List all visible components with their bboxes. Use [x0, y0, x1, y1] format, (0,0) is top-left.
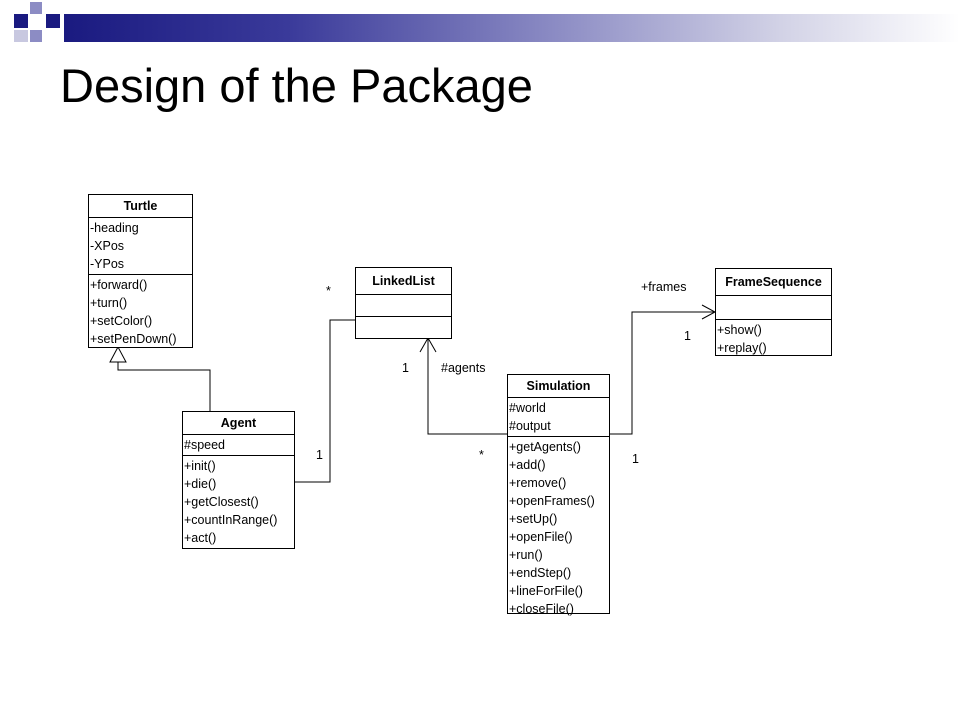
class-operation: +forward(): [90, 278, 148, 292]
class-operation: +getAgents(): [509, 440, 581, 454]
header-square-white: [14, 30, 28, 42]
header-gradient-bar: [64, 14, 960, 42]
class-framesequence: FrameSequence +show() +replay(): [715, 268, 832, 356]
class-operation: +setPenDown(): [90, 332, 177, 346]
class-operation: +setUp(): [509, 512, 558, 526]
class-operation: +setColor(): [90, 314, 153, 328]
class-framesequence-operations: +show() +replay(): [716, 320, 831, 358]
class-simulation: Simulation #world #output +getAgents() +…: [507, 374, 610, 616]
class-operation: +replay(): [717, 341, 767, 355]
class-turtle-name: Turtle: [89, 195, 192, 218]
class-operation: +getClosest(): [184, 495, 259, 509]
class-operation: +countInRange(): [184, 513, 278, 527]
header-square-dark-2: [46, 14, 60, 28]
class-operation: +die(): [184, 477, 217, 491]
header-square-dark: [14, 14, 28, 28]
class-agent-operations: +init() +die() +getClosest() +countInRan…: [183, 456, 294, 548]
class-attribute: #speed: [184, 438, 226, 452]
class-agent: Agent #speed +init() +die() +getClosest(…: [182, 411, 295, 549]
multiplicity-label: *: [326, 284, 331, 298]
multiplicity-label: 1: [316, 448, 323, 462]
class-simulation-name: Simulation: [508, 375, 609, 398]
class-attribute: -YPos: [90, 257, 125, 271]
class-operation: +turn(): [90, 296, 128, 310]
class-attribute: -heading: [90, 221, 139, 235]
class-operation: +openFrames(): [509, 494, 595, 508]
header-square-light-2: [30, 30, 42, 42]
multiplicity-label: *: [479, 448, 484, 462]
class-operation: +show(): [717, 323, 762, 337]
agent-linkedlist-association: [295, 319, 355, 483]
class-attribute: -XPos: [90, 239, 125, 253]
slide-title: Design of the Package: [60, 59, 533, 112]
class-simulation-operations: +getAgents() +add() +remove() +openFrame…: [508, 437, 609, 619]
role-label: +frames: [641, 280, 687, 294]
role-label: #agents: [441, 361, 486, 375]
header-square-light: [30, 2, 42, 14]
class-turtle: Turtle -heading -XPos -YPos +forward() +…: [88, 194, 193, 348]
simulation-framesequence-association: [610, 311, 715, 435]
class-operation: +openFile(): [509, 530, 573, 544]
multiplicity-label: 1: [402, 361, 409, 375]
simulation-linkedlist-association: [427, 338, 507, 435]
class-agent-name: Agent: [183, 412, 294, 435]
class-operation: +closeFile(): [509, 602, 574, 616]
agent-turtle-generalization: [117, 362, 211, 411]
class-simulation-attributes: #world #output: [508, 398, 609, 437]
class-turtle-operations: +forward() +turn() +setColor() +setPenDo…: [89, 275, 192, 349]
class-operation: +endStep(): [509, 566, 572, 580]
class-operation: +lineForFile(): [509, 584, 583, 598]
class-operation: +remove(): [509, 476, 567, 490]
class-linkedlist-operations: [356, 317, 451, 339]
class-attribute: #output: [509, 419, 551, 433]
generalization-arrowhead: [109, 345, 127, 363]
class-operation: +run(): [509, 548, 543, 562]
class-operation: +act(): [184, 531, 217, 545]
class-framesequence-attributes: [716, 296, 831, 320]
class-framesequence-name: FrameSequence: [716, 269, 831, 296]
multiplicity-label: 1: [684, 329, 691, 343]
class-linkedlist-attributes: [356, 295, 451, 317]
class-operation: +init(): [184, 459, 216, 473]
class-attribute: #world: [509, 401, 546, 415]
class-turtle-attributes: -heading -XPos -YPos: [89, 218, 192, 275]
multiplicity-label: 1: [632, 452, 639, 466]
class-linkedlist: LinkedList: [355, 267, 452, 339]
class-agent-attributes: #speed: [183, 435, 294, 456]
class-operation: +add(): [509, 458, 546, 472]
class-linkedlist-name: LinkedList: [356, 268, 451, 295]
